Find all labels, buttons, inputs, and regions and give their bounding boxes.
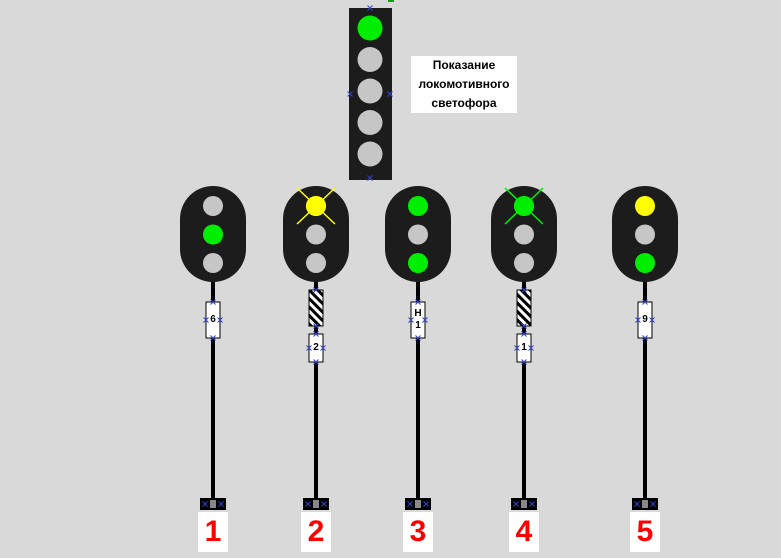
connection-marker bbox=[203, 317, 209, 323]
connection-marker bbox=[313, 287, 319, 293]
mast-base-bolt bbox=[210, 500, 216, 508]
signal-lamp bbox=[514, 224, 534, 245]
signal-number-5: 5 bbox=[630, 512, 660, 552]
connection-marker bbox=[306, 345, 312, 351]
mast-base-bolt bbox=[642, 500, 648, 508]
signal-5 bbox=[612, 186, 678, 510]
connection-marker bbox=[218, 501, 224, 507]
plate-text: 2 bbox=[313, 342, 319, 353]
plate-text: 9 bbox=[642, 314, 648, 325]
signal-lamp bbox=[408, 253, 428, 273]
signal-4 bbox=[491, 186, 557, 510]
connection-marker bbox=[521, 323, 527, 329]
connection-marker bbox=[415, 335, 421, 341]
connection-marker bbox=[202, 501, 208, 507]
connection-marker bbox=[313, 331, 319, 337]
signal-lamp bbox=[203, 253, 223, 273]
signal-lamp bbox=[514, 253, 534, 273]
signal-lamp bbox=[635, 224, 655, 245]
signal-lamp bbox=[306, 224, 326, 245]
connection-marker bbox=[321, 501, 327, 507]
connection-marker bbox=[642, 335, 648, 341]
connection-marker bbox=[521, 331, 527, 337]
connection-marker bbox=[210, 335, 216, 341]
connection-marker bbox=[529, 501, 535, 507]
signal-number-1: 1 bbox=[198, 512, 228, 552]
signal-1 bbox=[180, 186, 246, 510]
connection-marker bbox=[320, 345, 326, 351]
connection-marker bbox=[514, 345, 520, 351]
connection-marker bbox=[422, 317, 428, 323]
connection-marker bbox=[415, 299, 421, 305]
connection-marker bbox=[528, 345, 534, 351]
connection-marker bbox=[635, 317, 641, 323]
plate-text: 6 bbox=[210, 314, 216, 325]
signal-mast bbox=[522, 260, 526, 505]
connection-marker bbox=[347, 91, 353, 97]
connection-marker bbox=[423, 501, 429, 507]
signal-number-3: 3 bbox=[403, 512, 433, 552]
signal-lamp bbox=[635, 253, 655, 273]
connection-marker bbox=[649, 317, 655, 323]
locomotive-signal-caption: Показание локомотивного светофора bbox=[411, 56, 517, 113]
connection-marker bbox=[513, 501, 519, 507]
signal-2 bbox=[283, 186, 349, 510]
connection-marker bbox=[217, 317, 223, 323]
mast-base-bolt bbox=[313, 500, 319, 508]
signal-lamp bbox=[203, 224, 223, 245]
connection-marker bbox=[650, 501, 656, 507]
connection-marker bbox=[634, 501, 640, 507]
locomotive-lamp bbox=[357, 141, 383, 167]
locomotive-lamp bbox=[357, 47, 383, 72]
signal-3 bbox=[385, 186, 451, 510]
signal-lamp bbox=[408, 224, 428, 245]
connection-marker bbox=[305, 501, 311, 507]
signal-mast bbox=[211, 260, 215, 505]
signal-mast bbox=[314, 260, 318, 505]
wayside-signals bbox=[180, 186, 678, 510]
locomotive-signal bbox=[347, 5, 393, 181]
locomotive-lamp bbox=[357, 78, 383, 104]
mast-base-bolt bbox=[415, 500, 421, 508]
connection-marker bbox=[408, 317, 414, 323]
striped-plate bbox=[308, 289, 324, 327]
signal-lamp bbox=[203, 196, 223, 216]
locomotive-lamp bbox=[357, 15, 383, 41]
signal-lamp-flashing bbox=[514, 196, 534, 216]
connection-marker bbox=[313, 359, 319, 365]
selection-handle bbox=[388, 0, 394, 2]
connection-marker bbox=[387, 91, 393, 97]
locomotive-lamp bbox=[357, 110, 383, 135]
signal-lamp-flashing bbox=[306, 196, 326, 216]
signal-lamp bbox=[635, 196, 655, 216]
signal-mast bbox=[416, 260, 420, 505]
mast-base-bolt bbox=[521, 500, 527, 508]
signal-lamp bbox=[306, 253, 326, 273]
connection-marker bbox=[407, 501, 413, 507]
connection-marker bbox=[210, 299, 216, 305]
signal-number-4: 4 bbox=[509, 512, 539, 552]
signal-number-2: 2 bbox=[301, 512, 331, 552]
connection-marker bbox=[367, 175, 373, 181]
connection-marker bbox=[521, 359, 527, 365]
plate-text: 1 bbox=[521, 342, 527, 353]
striped-plate bbox=[516, 289, 532, 327]
connection-marker bbox=[521, 287, 527, 293]
connection-marker bbox=[313, 323, 319, 329]
connection-marker bbox=[642, 299, 648, 305]
signal-lamp bbox=[408, 196, 428, 216]
signal-mast bbox=[643, 260, 647, 505]
connection-marker bbox=[367, 5, 373, 11]
